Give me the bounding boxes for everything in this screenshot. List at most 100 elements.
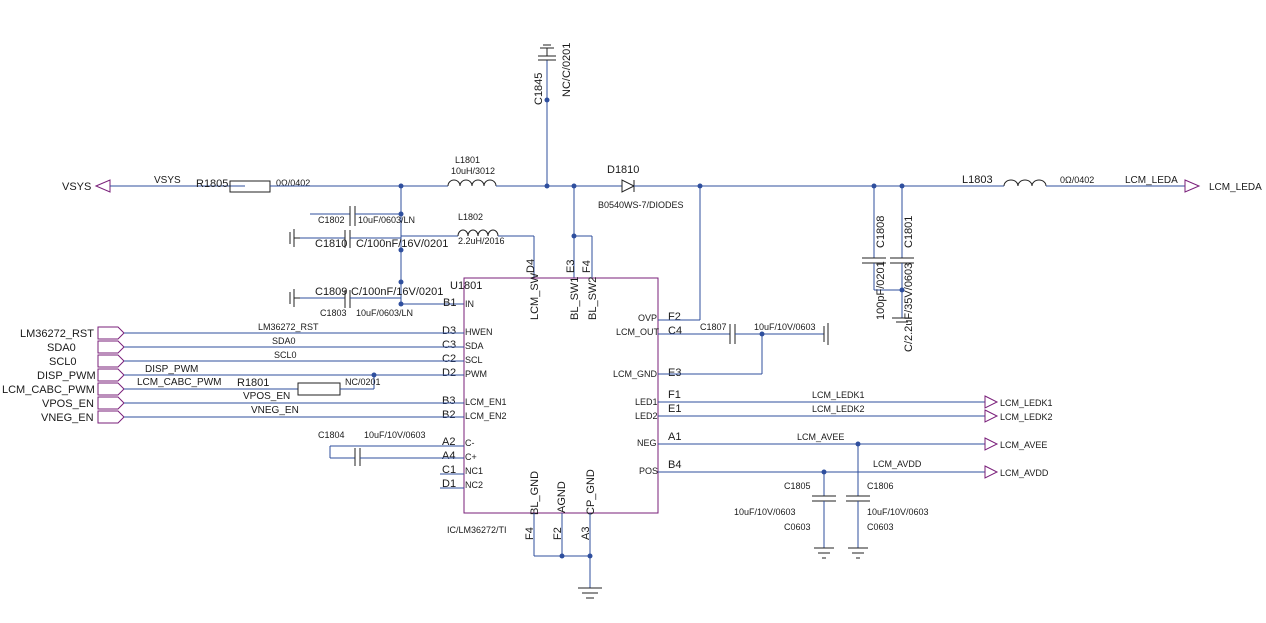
- pin-nc1-num: C1: [442, 464, 456, 476]
- c1807-ref: C1807: [700, 322, 727, 332]
- net-lcm-ledk2: LCM_LEDK2: [812, 404, 865, 414]
- c1810-value: C/100nF/16V/0201: [356, 238, 448, 250]
- pin-c-minus-name: C-: [465, 438, 475, 448]
- c1806-pkg: C0603: [867, 522, 894, 532]
- port-label-avee: LCM_AVEE: [1000, 440, 1047, 450]
- c1805-pkg: C0603: [784, 522, 811, 532]
- c1802-value: 10uF/0603/LN: [358, 215, 415, 225]
- port-scl0: [97, 354, 125, 368]
- net-lcm-avee: LCM_AVEE: [797, 432, 844, 442]
- c1801-ref: C1801: [903, 216, 915, 248]
- port-label-scl0: SCL0: [49, 356, 77, 368]
- c1845-ref: C1845: [533, 73, 545, 105]
- l1801-value: 10uH/3012: [451, 166, 495, 176]
- port-arrow-ledk2: [984, 409, 999, 423]
- c1804: C1804 10uF/10V/0603: [318, 430, 464, 489]
- port-vneg-en: [97, 410, 125, 424]
- net-lm36272-rst: LM36272_RST: [258, 322, 319, 332]
- c1845-value: NC/C/0201: [561, 43, 573, 97]
- c1801-value: C/2.2uF/35V/0603: [903, 263, 915, 352]
- pin-pwm-name: PWM: [465, 369, 487, 379]
- c1804-value: 10uF/10V/0603: [364, 430, 426, 440]
- pin-c-plus-num: A4: [442, 450, 455, 462]
- port-label-vneg-en: VNEG_EN: [41, 412, 94, 424]
- c1808-value: 100pF/0201: [875, 261, 887, 320]
- net-lcm-ledk1: LCM_LEDK1: [812, 390, 865, 400]
- pin-bl-sw1-num: E3: [565, 260, 577, 273]
- d1810-ref: D1810: [607, 164, 639, 176]
- port-lm36272-rst: [97, 326, 125, 340]
- pin-hwen-name: HWEN: [465, 327, 493, 337]
- ovp-out-gnd: C1807 10uF/10V/0603: [658, 183, 829, 375]
- ic-ref: U1801: [450, 280, 482, 292]
- pin-agnd-num: F2: [552, 527, 564, 540]
- pin-lcm-en1-num: B3: [442, 395, 455, 407]
- l1802: L1802 2.2uH/2016: [401, 212, 535, 278]
- port-sda0: [97, 340, 125, 354]
- net-lcm-avdd: LCM_AVDD: [873, 459, 922, 469]
- pin-bl-sw2-num: F4: [581, 260, 593, 273]
- net-scl0: SCL0: [274, 350, 297, 360]
- port-label-ledk2: LCM_LEDK2: [1000, 412, 1053, 422]
- net-vneg-en: VNEG_EN: [251, 405, 299, 416]
- c1845: C1845 NC/C/0201: [533, 43, 573, 189]
- pin-sda-name: SDA: [465, 341, 484, 351]
- l1801-ref: L1801: [455, 155, 480, 165]
- pin-cp-gnd-name: CP_GND: [585, 469, 597, 515]
- pin-sda-num: C3: [442, 339, 456, 351]
- pin-scl-name: SCL: [465, 355, 483, 365]
- r1805-value: 0Ω/0402: [276, 178, 310, 188]
- vsys-port-label: VSYS: [62, 181, 91, 193]
- c1808-ref: C1808: [875, 216, 887, 248]
- leda-port-label: LCM_LEDA: [1209, 182, 1262, 193]
- pin-lcm-en2-num: B2: [442, 409, 455, 421]
- c1810-ref: C1810: [315, 238, 347, 250]
- port-label-sda0: SDA0: [47, 342, 76, 354]
- l1802-coil: [457, 229, 499, 237]
- pin-bl-gnd-num: F4: [524, 527, 536, 540]
- pin-bl-gnd-name: BL_GND: [529, 471, 541, 515]
- pin-led2-num: E1: [668, 403, 681, 415]
- l1802-value: 2.2uH/2016: [458, 236, 505, 246]
- l1803-value: 0Ω/0402: [1060, 175, 1094, 185]
- c1809-value: C/100nF/16V/0201: [351, 286, 443, 298]
- port-arrow-ledk1: [984, 395, 999, 409]
- port-label-ledk1: LCM_LEDK1: [1000, 398, 1053, 408]
- port-arrow-avee: [984, 437, 999, 451]
- pin-c-minus-num: A2: [442, 436, 455, 448]
- pin-led1-num: F1: [668, 389, 681, 401]
- pin-hwen-num: D3: [442, 325, 456, 337]
- c1806-value: 10uF/10V/0603: [867, 507, 929, 517]
- pin-neg-name: NEG: [637, 438, 657, 448]
- ic-body: [463, 277, 659, 514]
- pin-in-num: B1: [443, 297, 456, 309]
- right-outputs: LCM_LEDK1 LCM_LEDK2 LCM_AVEE LCM_AVDD LC…: [658, 390, 1053, 479]
- vsys-net-label: VSYS: [154, 175, 181, 186]
- vsys-rail: VSYS VSYS R1805 0Ω/0402 L1801 10uH/3012 …: [62, 155, 1262, 210]
- pin-lcm-gnd-num: E3: [668, 367, 681, 379]
- left-signals: LM36272_RST SDA0 SCL0 DISP_PWM LCM_CABC_…: [2, 322, 464, 424]
- l1801-coil: [447, 179, 497, 187]
- d1810-anode: [621, 179, 636, 193]
- ic-ground: [533, 513, 602, 599]
- vsys-port-arrow: [94, 179, 111, 193]
- pin-led1-name: LED1: [635, 397, 658, 407]
- pin-bl-sw1-name: BL_SW1: [569, 277, 581, 320]
- net-sda0: SDA0: [272, 336, 296, 346]
- port-arrow-avdd: [984, 465, 999, 479]
- pin-nc2-name: NC2: [465, 480, 483, 490]
- port-disp-pwm: [97, 368, 125, 382]
- c1806-ref: C1806: [867, 481, 894, 491]
- c1802-ref: C1802: [318, 215, 345, 225]
- r1801-body: [297, 382, 341, 396]
- c1804-ref: C1804: [318, 430, 345, 440]
- net-vpos-en: VPOS_EN: [243, 391, 290, 402]
- pin-lcm-out-num: C4: [668, 325, 682, 337]
- c1803-value: 10uF/0603/LN: [356, 308, 413, 318]
- pin-ovp-num: F2: [668, 311, 681, 323]
- pin-lcm-sw-name: LCM_SW: [529, 272, 541, 320]
- pin-agnd-name: AGND: [556, 481, 568, 513]
- c1807-value: 10uF/10V/0603: [754, 322, 816, 332]
- leda-net-label: LCM_LEDA: [1125, 175, 1178, 186]
